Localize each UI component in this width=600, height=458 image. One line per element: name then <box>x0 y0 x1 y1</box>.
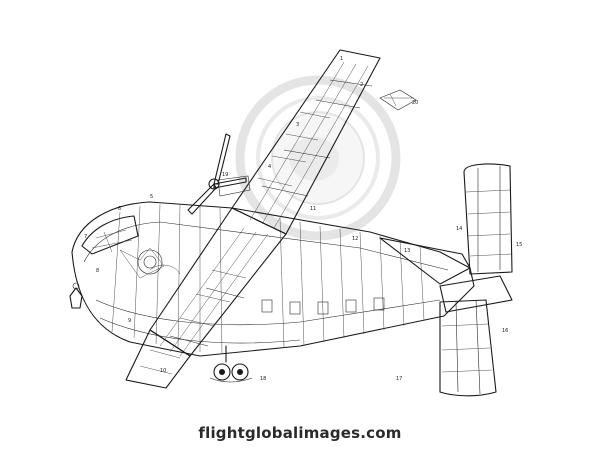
callout-label: 11 <box>310 206 316 212</box>
main-wing <box>125 49 381 389</box>
callout-label: 10 <box>160 368 166 374</box>
callout-label: 5 <box>150 194 153 200</box>
callout-label: 6 <box>118 206 121 212</box>
callout-label: 9 <box>128 318 131 324</box>
watermark-seal <box>235 75 401 241</box>
callout-label: 16 <box>502 328 508 334</box>
callout-label: 19 <box>222 172 228 178</box>
callout-label: 13 <box>404 248 410 254</box>
callout-label: 3 <box>296 122 299 128</box>
ground-crew-figure <box>69 282 83 309</box>
callout-label: 12 <box>352 236 358 242</box>
callout-label: 4 <box>268 164 271 170</box>
callout-label: 15 <box>516 242 522 248</box>
landing-gear <box>209 345 253 383</box>
propeller <box>187 133 251 215</box>
inset-detail <box>379 89 417 111</box>
footer-caption: flightglobalimages.com <box>198 424 402 442</box>
callout-label: 1 <box>340 56 343 62</box>
callout-label: 2 <box>360 82 363 88</box>
callout-label: 17 <box>396 376 402 382</box>
callout-label: 7 <box>84 234 87 240</box>
callout-numbers: 1 2 3 4 5 6 7 8 9 10 11 12 13 14 15 16 1… <box>84 56 522 382</box>
callout-label: 8 <box>96 268 99 274</box>
callout-label: 18 <box>260 376 266 382</box>
callout-label: 20 <box>412 100 418 106</box>
callout-label: 14 <box>456 226 462 232</box>
tail-assembly <box>379 163 513 397</box>
